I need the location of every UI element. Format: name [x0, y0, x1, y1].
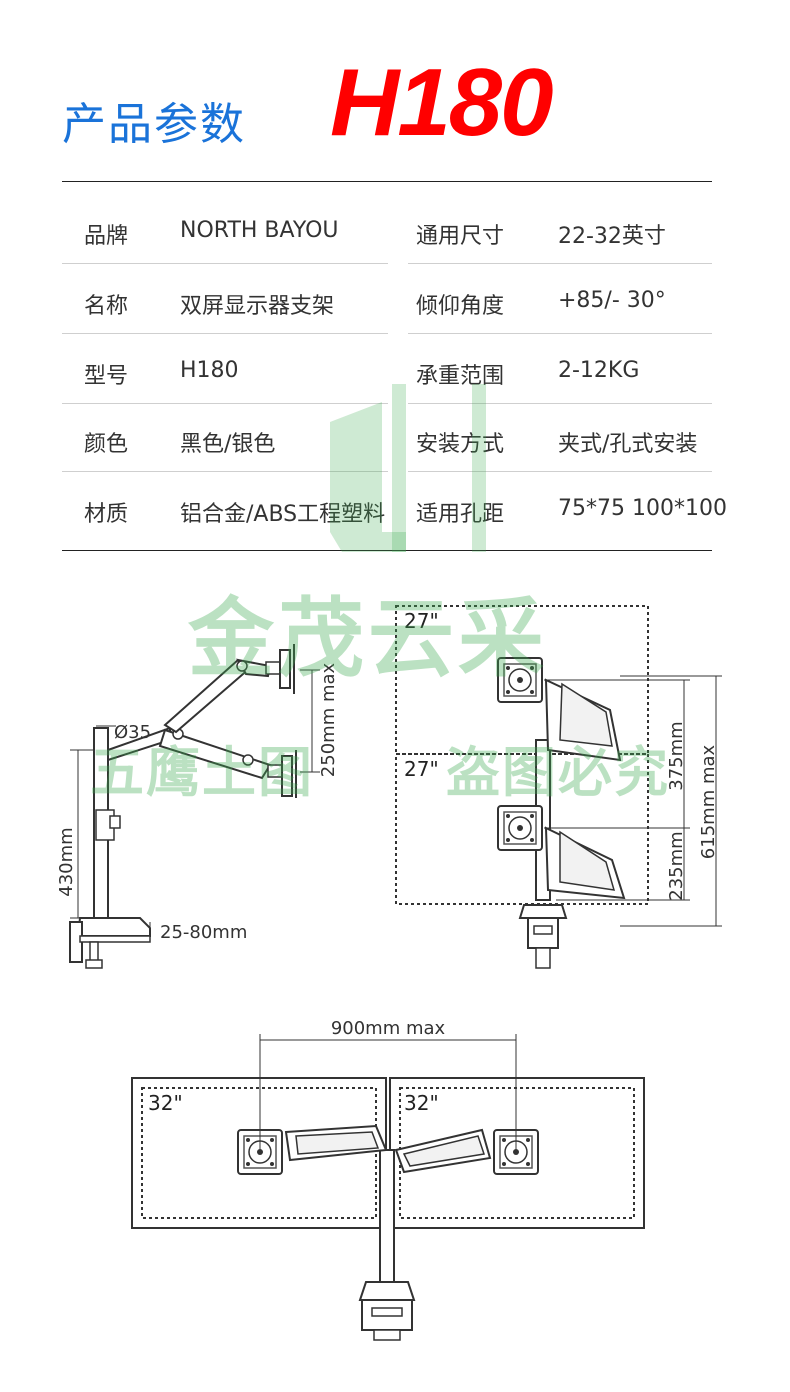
header: 产品参数 H180: [0, 0, 790, 180]
spec-value: H180: [180, 358, 239, 383]
dimension-diagrams: Ø35 430mm 250mm max 25-80mm: [0, 560, 790, 1392]
stack-upper-label: 375mm: [666, 721, 687, 790]
stacked-view-diagram: [395, 605, 722, 969]
clamp-range-label: 25-80mm: [160, 922, 247, 943]
spec-row: 型号 H180: [62, 340, 388, 404]
top-rule: [62, 181, 712, 182]
side-by-side-diagram: [131, 1034, 645, 1341]
upper-monitor-size-label: 27": [404, 609, 439, 633]
spec-row: 材质 铝合金/ABS工程塑料: [62, 478, 388, 542]
spec-key: 材质: [84, 502, 129, 527]
spec-row: 颜色 黑色/银色: [62, 408, 388, 472]
diagram-canvas: Ø35 430mm 250mm max 25-80mm: [56, 605, 722, 1341]
pole-height-label: 430mm: [56, 827, 77, 896]
side-view-diagram: [69, 644, 320, 969]
spec-row: 承重范围 2-12KG: [408, 340, 712, 404]
right-monitor-size-label: 32": [404, 1091, 439, 1115]
spec-column-right: 通用尺寸 22-32英寸 倾仰角度 +85/- 30° 承重范围 2-12KG …: [408, 200, 727, 545]
spec-row: 倾仰角度 +85/- 30°: [408, 270, 712, 334]
spec-row: 通用尺寸 22-32英寸: [408, 200, 712, 264]
spec-column-left: 品牌 NORTH BAYOU 名称 双屏显示器支架 型号 H180 颜色 黑色/…: [62, 200, 388, 545]
spec-key: 通用尺寸: [416, 224, 505, 249]
spec-value: 铝合金/ABS工程塑料: [180, 502, 386, 527]
spec-value: NORTH BAYOU: [180, 218, 339, 243]
stack-lower-label: 235mm: [666, 831, 687, 900]
spec-value: 黑色/银色: [180, 432, 276, 457]
lower-monitor-size-label: 27": [404, 757, 439, 781]
spec-row: 安装方式 夹式/孔式安装: [408, 408, 712, 472]
spec-key: 品牌: [84, 224, 129, 249]
spec-key: 颜色: [84, 432, 129, 457]
pole-diameter-label: Ø35: [114, 722, 151, 743]
model-title: H180: [330, 49, 553, 156]
spec-key: 承重范围: [416, 364, 505, 389]
stack-total-label: 615mm max: [698, 744, 719, 859]
spec-value: 75*75 100*100: [558, 496, 727, 521]
spec-value: 双屏显示器支架: [180, 294, 335, 319]
spec-key: 倾仰角度: [416, 294, 505, 319]
spec-value: 22-32英寸: [558, 224, 666, 249]
spec-key: 安装方式: [416, 432, 505, 457]
spec-row: 适用孔距 75*75 100*100: [408, 478, 727, 542]
spec-table: 品牌 NORTH BAYOU 名称 双屏显示器支架 型号 H180 颜色 黑色/…: [62, 200, 727, 545]
spec-value: 2-12KG: [558, 358, 640, 383]
spec-value: 夹式/孔式安装: [558, 432, 698, 457]
arm-height-label: 250mm max: [318, 662, 339, 777]
spec-row: 品牌 NORTH BAYOU: [62, 200, 388, 264]
bottom-rule: [62, 550, 712, 551]
spec-key: 名称: [84, 294, 129, 319]
spec-key: 适用孔距: [416, 502, 505, 527]
spec-row: 名称 双屏显示器支架: [62, 270, 388, 334]
spec-value: +85/- 30°: [558, 288, 666, 313]
spec-key: 型号: [84, 364, 129, 389]
left-monitor-size-label: 32": [148, 1091, 183, 1115]
page-title: 产品参数: [62, 99, 246, 150]
width-max-label: 900mm max: [331, 1018, 446, 1039]
